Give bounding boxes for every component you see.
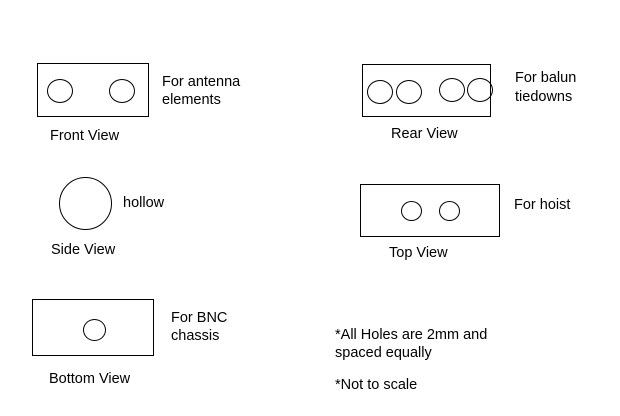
- top-view-box: [360, 184, 500, 237]
- rear-hole-3: [439, 78, 465, 102]
- front-view-caption: Front View: [50, 128, 120, 144]
- bottom-hole: [83, 319, 106, 341]
- rear-hole-2: [396, 80, 422, 104]
- footnote-scale: *Not to scale: [335, 377, 418, 393]
- rear-view-box: [362, 64, 493, 117]
- front-view-note-line2: elements: [162, 92, 221, 108]
- bottom-view-note-line2: chassis: [171, 328, 220, 344]
- front-hole-right: [109, 79, 135, 103]
- rear-hole-4: [467, 78, 493, 102]
- footnote-holes-line1: *All Holes are 2mm and: [335, 327, 488, 343]
- side-view-caption: Side View: [51, 242, 116, 258]
- rear-hole-1: [367, 80, 393, 104]
- bottom-view-caption: Bottom View: [49, 371, 131, 387]
- top-view-caption: Top View: [389, 245, 448, 261]
- side-view-circle: [59, 177, 112, 230]
- top-hole-left: [401, 201, 422, 221]
- front-view-note-line1: For antenna: [162, 74, 241, 90]
- bottom-view-box: [32, 299, 154, 356]
- rear-view-note-line1: For balun: [515, 70, 577, 86]
- side-view-note: hollow: [123, 195, 165, 211]
- footnote-holes-line2: spaced equally: [335, 345, 432, 361]
- top-view-note: For hoist: [514, 197, 571, 213]
- top-hole-right: [439, 201, 460, 221]
- front-hole-left: [47, 79, 73, 103]
- bottom-view-note-line1: For BNC: [171, 310, 228, 326]
- rear-view-note-line2: tiedowns: [515, 89, 573, 105]
- rear-view-caption: Rear View: [391, 126, 458, 142]
- front-view-box: [37, 63, 149, 117]
